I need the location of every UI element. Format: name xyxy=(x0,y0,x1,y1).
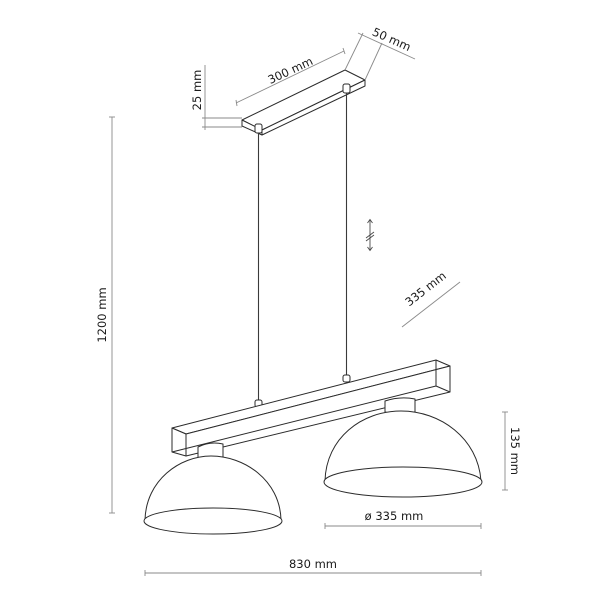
canopy-height-label: 25 mm xyxy=(190,70,204,111)
total-height-label: 1200 mm xyxy=(95,287,109,342)
dimension-canopy-width: 50 mm xyxy=(344,25,416,81)
left-cable-grip xyxy=(254,123,263,134)
shade-height-label: 135 mm xyxy=(508,427,522,475)
canopy-length-label: 300 mm xyxy=(266,54,315,87)
total-width-label: 830 mm xyxy=(289,557,337,571)
shade-diameter-label: ø 335 mm xyxy=(365,509,424,523)
left-lamp-shade xyxy=(143,442,283,535)
dimension-total-width: 830 mm xyxy=(144,557,482,576)
lamp-bar xyxy=(171,359,451,457)
dimension-shade-diameter: ø 335 mm xyxy=(324,509,482,529)
right-lamp-shade xyxy=(323,397,483,498)
canopy-width-label: 50 mm xyxy=(370,25,413,54)
right-cable-grip xyxy=(342,83,351,94)
dimension-canopy-height: 25 mm xyxy=(190,65,242,130)
dimension-total-height: 1200 mm xyxy=(95,116,115,514)
ceiling-canopy xyxy=(241,69,366,136)
dimension-shade-diagonal: 335 mm xyxy=(401,269,461,328)
shade-diagonal-label: 335 mm xyxy=(402,269,448,310)
double-arrow-with-break-icon xyxy=(365,218,375,252)
dimension-shade-height: 135 mm xyxy=(502,411,522,491)
